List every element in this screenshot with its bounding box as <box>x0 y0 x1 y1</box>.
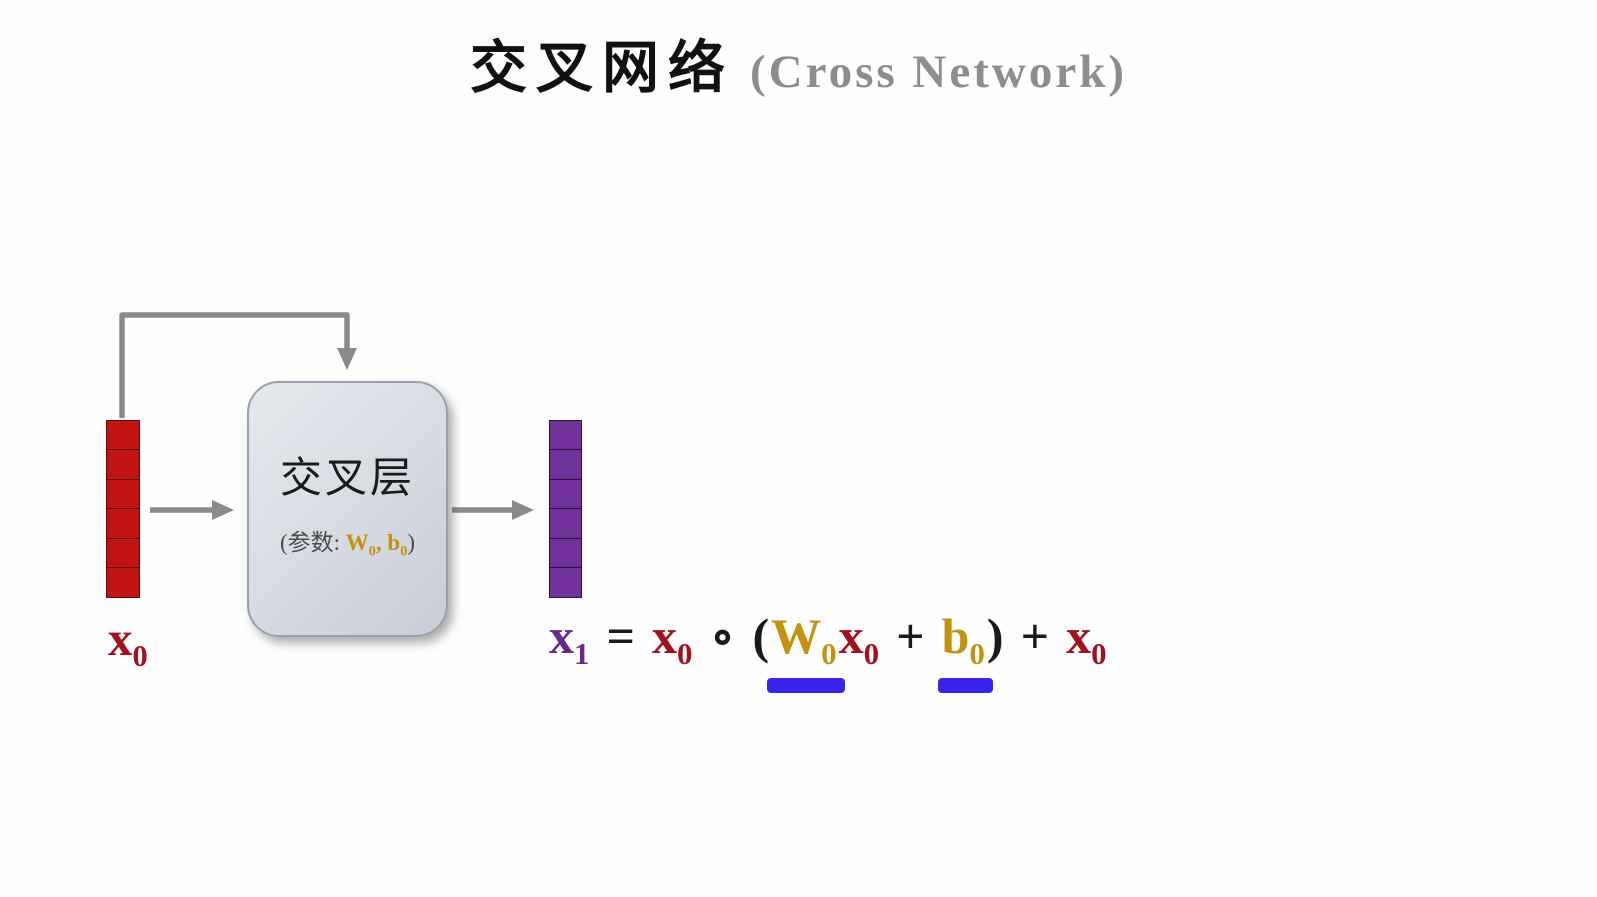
formula-token-equals: = <box>606 608 636 664</box>
formula-token-plus-2: + <box>1020 608 1050 664</box>
vector-cell <box>549 508 582 540</box>
title-chinese: 交叉网络 <box>470 37 734 100</box>
page-title: 交叉网络 (Cross Network) <box>0 22 1597 104</box>
formula-token-plus-1: + <box>896 608 925 664</box>
formula-token-b0: b0 <box>937 608 994 694</box>
param-comma: , <box>375 529 382 555</box>
vector-cell <box>549 478 582 510</box>
vector-cell <box>549 537 582 569</box>
vector-cell <box>549 566 582 599</box>
formula-token-lparen: ( <box>752 608 770 664</box>
vector-cell <box>106 449 140 481</box>
cross-layer-box: 交叉层 (参数: W0, b0) <box>247 381 448 637</box>
vector-cell <box>106 508 140 540</box>
vector-cell <box>106 478 140 510</box>
formula-token-hadamard: ∘ <box>709 608 736 664</box>
cross-layer-title: 交叉层 <box>279 455 415 502</box>
formula-token-x1: x1 <box>549 608 590 671</box>
param-W0: W0 <box>345 529 376 560</box>
vector-cell <box>106 566 140 599</box>
params-prefix: (参数: <box>279 529 341 555</box>
vector-cell <box>106 537 140 569</box>
input-vector-label: x0 <box>108 610 148 674</box>
title-english: (Cross Network) <box>750 46 1127 98</box>
formula-token-rparen: ) <box>986 608 1004 664</box>
cross-layer-formula: x1=x0∘(W0x0+b0)+x0 <box>549 606 1124 694</box>
formula-token-W0: W0 <box>767 608 845 694</box>
vector-cell <box>106 420 140 452</box>
formula-token-x0-c: x0 <box>1066 608 1107 671</box>
vector-cell <box>549 420 582 452</box>
cross-layer-params: (参数: W0, b0) <box>280 523 415 561</box>
vector-cell <box>549 449 582 481</box>
formula-token-x0-a: x0 <box>652 608 693 671</box>
input-vector-x0 <box>106 420 140 599</box>
x0-label-base: x <box>108 611 133 666</box>
formula-token-x0-b: x0 <box>838 608 880 671</box>
output-vector-x1 <box>549 420 582 599</box>
params-suffix: ) <box>407 529 416 555</box>
x0-label-sub: 0 <box>132 638 148 673</box>
param-b0: b0 <box>387 529 408 560</box>
